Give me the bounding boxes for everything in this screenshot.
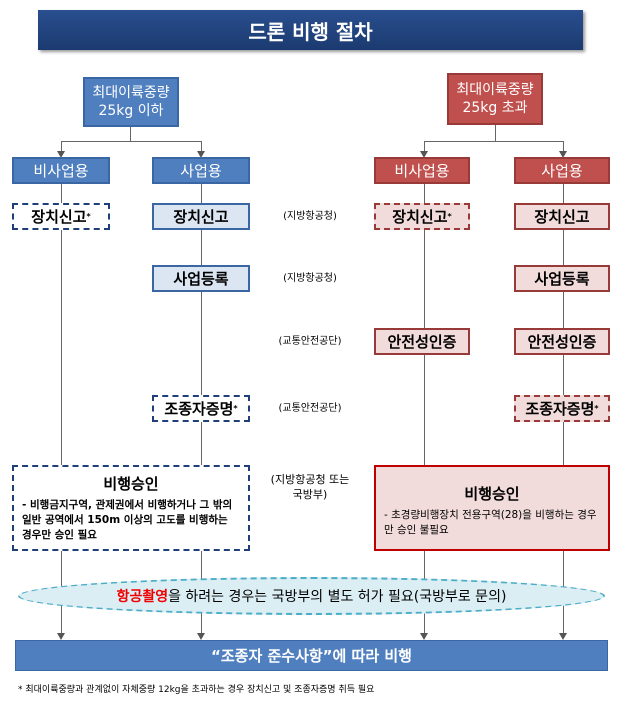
arrow-icon bbox=[420, 633, 428, 640]
label: 조종자증명 bbox=[164, 400, 234, 418]
right-com-device-report: 장치신고 bbox=[514, 203, 610, 230]
asterisk: * bbox=[86, 212, 91, 221]
label: 조종자증명 bbox=[525, 400, 595, 418]
arrow-icon bbox=[559, 151, 567, 158]
left-flight-approval: 비행승인 - 비행금지구역, 관제권에서 비행하거나 그 밖의 일반 공역에서 … bbox=[12, 465, 250, 551]
aerial-highlight: 항공촬영 bbox=[116, 589, 169, 605]
header-line2: 25kg 초과 bbox=[462, 100, 528, 116]
header-line1: 최대이륙중량 bbox=[456, 82, 534, 98]
connector bbox=[424, 141, 564, 142]
right-noncom-safety-cert: 안전성인증 bbox=[374, 328, 470, 355]
flow-line bbox=[61, 184, 62, 633]
arrow-icon bbox=[197, 633, 205, 640]
approval-desc: - 초경량비행장치 전용구역(28)을 비행하는 경우만 승인 불필요 bbox=[384, 509, 597, 536]
right-com-safety-cert: 안전성인증 bbox=[514, 328, 610, 355]
footnote: * 최대이륙중량과 관계없이 자체중량 12kg을 초과하는 경우 장치신고 및… bbox=[18, 684, 375, 695]
arrow-icon bbox=[559, 633, 567, 640]
header-line1: 최대이륙중량 bbox=[92, 85, 170, 101]
agency-label: (지방항공청) bbox=[283, 211, 337, 222]
right-commercial: 사업용 bbox=[514, 157, 610, 184]
header-line2: 25kg 이하 bbox=[98, 103, 164, 119]
arrow-icon bbox=[197, 151, 205, 158]
connector bbox=[130, 127, 131, 141]
arrow-icon bbox=[57, 633, 65, 640]
flow-line bbox=[424, 184, 425, 633]
connector bbox=[61, 141, 62, 151]
right-non-commercial: 비사업용 bbox=[374, 157, 470, 184]
aerial-rest: 을 하려는 경우는 국방부의 별도 허가 필요(국방부로 문의) bbox=[168, 589, 507, 605]
asterisk: * bbox=[233, 404, 238, 413]
agency-label: (교통안전공단) bbox=[278, 336, 342, 347]
left-non-commercial: 비사업용 bbox=[12, 157, 110, 184]
left-commercial: 사업용 bbox=[152, 157, 250, 184]
right-flight-approval: 비행승인 - 초경량비행장치 전용구역(28)을 비행하는 경우만 승인 불필요 bbox=[374, 465, 610, 551]
left-header: 최대이륙중량 25kg 이하 bbox=[83, 77, 179, 127]
connector bbox=[201, 141, 202, 151]
arrow-icon bbox=[420, 151, 428, 158]
connector bbox=[61, 141, 202, 142]
left-com-device-report: 장치신고 bbox=[152, 203, 250, 230]
approval-title: 비행승인 bbox=[103, 475, 159, 493]
diagram-title: 드론 비행 절차 bbox=[38, 10, 583, 50]
right-noncom-device-report: 장치신고* bbox=[374, 203, 470, 230]
right-business-registration: 사업등록 bbox=[514, 265, 610, 292]
approval-desc: - 비행금지구역, 관제권에서 비행하거나 그 밖의 일반 공역에서 150m … bbox=[22, 499, 233, 541]
agency-label: (지방항공청) bbox=[283, 273, 337, 284]
asterisk: * bbox=[594, 404, 599, 413]
connector bbox=[424, 141, 425, 151]
connector bbox=[563, 141, 564, 151]
asterisk: * bbox=[447, 212, 452, 221]
arrow-icon bbox=[57, 151, 65, 158]
agency-label: (교통안전공단) bbox=[278, 403, 342, 414]
label: 장치신고 bbox=[392, 208, 448, 226]
agency-label: (지방항공청 또는 국방부) bbox=[270, 473, 350, 501]
label: 장치신고 bbox=[31, 208, 87, 226]
left-business-registration: 사업등록 bbox=[152, 265, 250, 292]
left-pilot-cert: 조종자증명* bbox=[152, 395, 250, 422]
right-pilot-cert: 조종자증명* bbox=[514, 395, 610, 422]
connector bbox=[495, 125, 496, 141]
right-header: 최대이륙중량 25kg 초과 bbox=[447, 73, 543, 125]
approval-title: 비행승인 bbox=[464, 485, 520, 503]
final-step-bar: “조종자 준수사항”에 따라 비행 bbox=[15, 640, 608, 671]
left-noncom-device-report: 장치신고* bbox=[12, 203, 110, 230]
